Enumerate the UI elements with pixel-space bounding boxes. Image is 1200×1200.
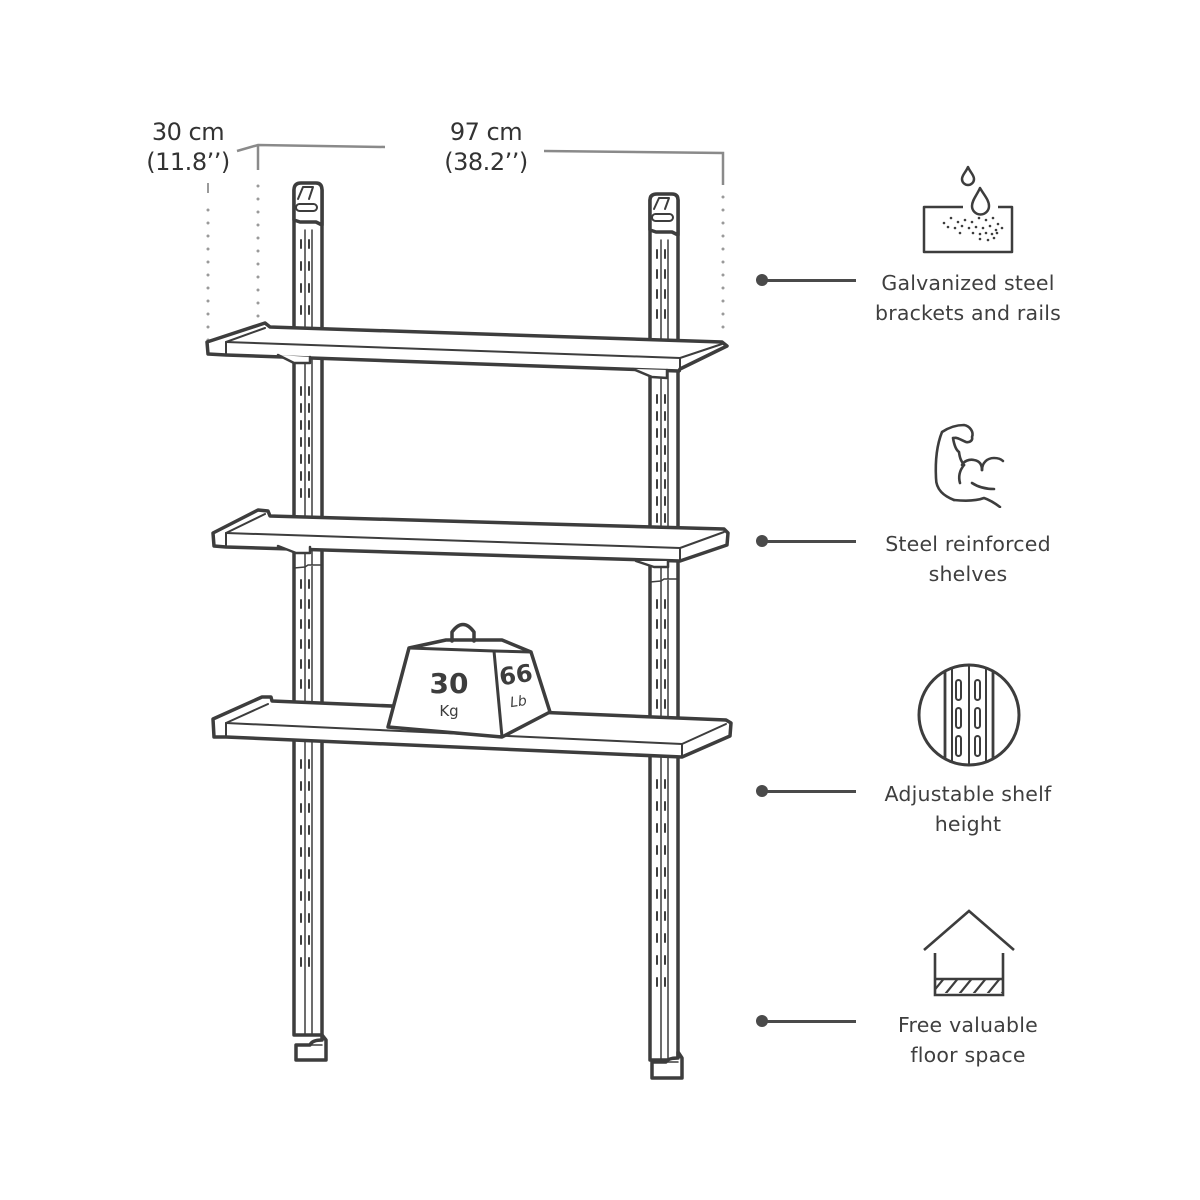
flexed-arm-icon — [934, 423, 1005, 508]
weight-imperial-value: 66 — [497, 659, 534, 691]
feature-label-line: floor space — [910, 1043, 1026, 1067]
width-dimension-label: 97 cm (38.2’’) — [432, 117, 540, 177]
feature-label-line: Steel reinforced — [885, 532, 1051, 556]
weight-metric-value: 30 — [430, 667, 469, 700]
feature-callout-marker — [756, 785, 856, 797]
feature-label-line: Adjustable shelf — [884, 782, 1052, 806]
weight-metric-unit: Kg — [439, 702, 458, 720]
callout-line — [764, 1020, 856, 1023]
callout-dot — [756, 1015, 768, 1027]
water-drop-absorb-icon — [922, 165, 1014, 254]
callout-line — [764, 790, 856, 793]
rail-slots-icon — [917, 663, 1021, 767]
feature-callout-marker — [756, 274, 856, 286]
feature-label-line: Galvanized steel — [881, 271, 1055, 295]
weight-labels: 30 Kg 66 Lb — [430, 659, 535, 720]
depth-metric: 30 cm — [151, 118, 225, 146]
feature-label-line: shelves — [928, 562, 1008, 586]
callout-dot — [756, 785, 768, 797]
feature-galvanized-label: Galvanized steel brackets and rails — [850, 268, 1086, 328]
rail-slots — [300, 239, 666, 987]
house-floor-icon — [923, 909, 1015, 997]
depth-imperial: (11.8’’) — [146, 148, 230, 176]
feature-floor-space-label: Free valuable floor space — [850, 1010, 1086, 1070]
right-rail — [648, 192, 684, 1080]
feature-reinforced-label: Steel reinforced shelves — [850, 529, 1086, 589]
dimension-lines — [236, 143, 725, 185]
dimension-guide-dots — [206, 183, 725, 342]
depth-dimension-label: 30 cm (11.8’’) — [138, 117, 238, 177]
weight-illustration — [386, 622, 552, 739]
feature-callout-marker — [756, 1015, 856, 1027]
callout-line — [764, 540, 856, 543]
feature-label-line: brackets and rails — [874, 301, 1061, 325]
shelf-middle — [211, 508, 730, 583]
feature-label-line: Free valuable — [898, 1013, 1038, 1037]
callout-dot — [756, 274, 768, 286]
feature-adjustable-label: Adjustable shelf height — [850, 779, 1086, 839]
width-imperial: (38.2’’) — [444, 148, 528, 176]
feature-label-line: height — [934, 812, 1002, 836]
width-metric: 97 cm — [449, 118, 523, 146]
weight-imperial-unit: Lb — [509, 693, 528, 711]
callout-dot — [756, 535, 768, 547]
feature-callout-marker — [756, 535, 856, 547]
shelf-top — [205, 321, 729, 380]
callout-line — [764, 279, 856, 282]
